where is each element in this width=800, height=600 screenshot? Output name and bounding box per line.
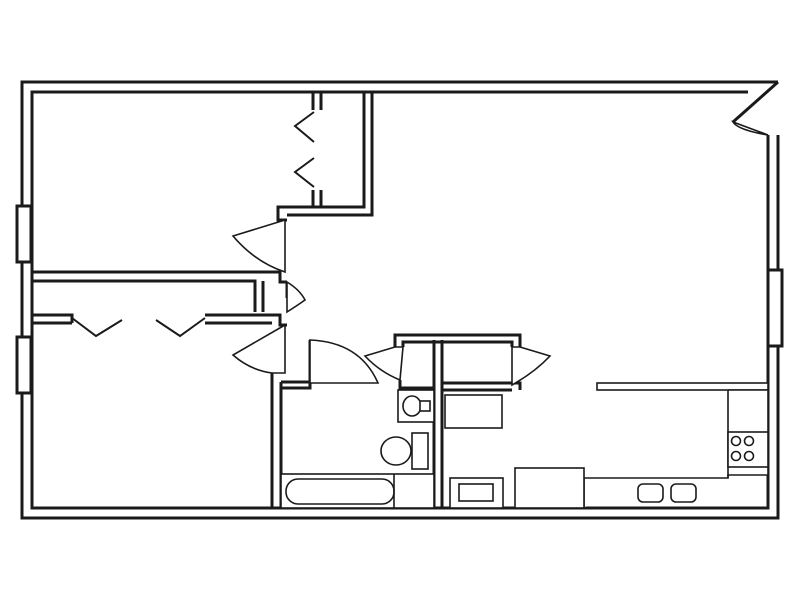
window-left-lower xyxy=(15,335,33,395)
lower-closet xyxy=(32,313,287,338)
closet-bifold-door-lower xyxy=(293,157,315,188)
washer xyxy=(449,477,504,509)
kitchen-fixtures xyxy=(444,389,769,509)
hall-closet-door xyxy=(286,280,307,314)
closet-bifold-door-right xyxy=(155,317,206,338)
stove xyxy=(727,431,769,468)
closet-bifold-door-upper xyxy=(293,111,315,143)
linen-closet-door-right xyxy=(511,346,552,387)
refrigerator xyxy=(444,394,503,429)
window-left-upper xyxy=(15,204,33,264)
sink xyxy=(397,389,435,423)
window-right xyxy=(766,268,784,348)
bathroom-door xyxy=(309,339,380,384)
kitchen-sink xyxy=(637,483,697,503)
bathroom-fixtures xyxy=(280,389,435,509)
kitchen-partition xyxy=(596,382,769,391)
entry-door xyxy=(731,120,769,136)
upper-closet xyxy=(276,92,374,222)
bathtub xyxy=(280,473,435,509)
bedroom-upper-door xyxy=(231,218,286,274)
linen-closets xyxy=(363,333,552,392)
dishwasher xyxy=(514,467,585,509)
bedroom-lower-door xyxy=(231,323,286,374)
windows xyxy=(15,204,784,395)
linen-closet-door-left xyxy=(363,346,404,382)
bedroom-partition xyxy=(32,270,289,312)
toilet xyxy=(380,432,429,470)
closet-bifold-door-left xyxy=(71,317,123,338)
